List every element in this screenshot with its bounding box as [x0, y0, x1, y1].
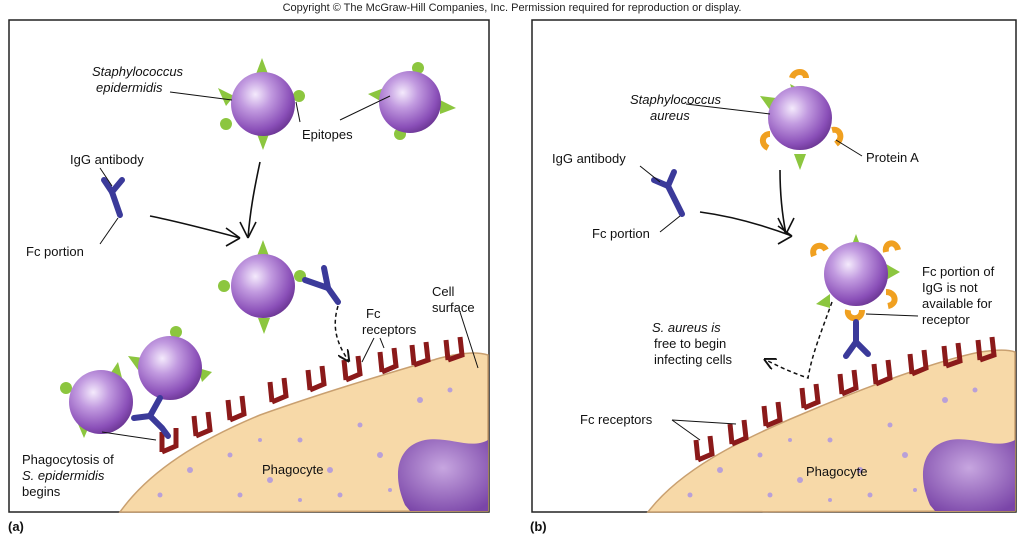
combine-arrow-a [149, 215, 241, 247]
label-staph-aureus-2: aureus [650, 108, 690, 123]
s-epidermidis-bacterium-4 [60, 362, 133, 438]
label-fc-unavailable-2: IgG is not [922, 280, 978, 295]
s-epidermidis-bacterium-3 [218, 240, 306, 334]
leader-lines-b [639, 103, 919, 441]
label-igg-antibody-b: IgG antibody [552, 151, 626, 166]
down-arrow-b [777, 169, 795, 235]
s-epidermidis-bacterium-1 [218, 58, 305, 150]
label-fc-unavailable-1: Fc portion of [922, 264, 995, 279]
panel-b: Staphylococcus aureus Protein A IgG anti… [530, 19, 1017, 534]
panel-a: Staphylococcus epidermidis Epitopes IgG … [8, 19, 490, 534]
leader-lines-a [99, 91, 479, 441]
igg-antibody-free-a [101, 177, 125, 218]
fc-receptors-a [159, 336, 465, 455]
s-aureus-bacterium-2 [810, 234, 901, 322]
label-fc-unavailable-4: receptor [922, 312, 970, 327]
phagocyte-cell-a [118, 352, 489, 513]
panel-letter-a: (a) [8, 519, 24, 534]
label-fc-portion-a: Fc portion [26, 244, 84, 259]
igg-antibody-bound-a [302, 265, 341, 305]
label-phagocytosis-1: Phagocytosis of [22, 452, 114, 467]
fc-receptors-b [693, 336, 997, 463]
label-cell-surface-2: surface [432, 300, 475, 315]
label-phagocyte-a: Phagocyte [262, 462, 323, 477]
s-aureus-bacterium-1 [760, 69, 844, 170]
label-staph-epidermidis-1: Staphylococcus [92, 64, 184, 79]
label-fc-unavailable-3: available for [922, 296, 993, 311]
igg-antibody-free-b [651, 169, 685, 217]
label-epitopes: Epitopes [302, 127, 353, 142]
label-free-to-infect-1: S. aureus is [652, 320, 721, 335]
label-igg-antibody-a: IgG antibody [70, 152, 144, 167]
phagocyte-nucleus-a [397, 439, 488, 511]
label-cell-surface-1: Cell [432, 284, 455, 299]
binding-dashed-arrow-a [334, 305, 348, 360]
escape-dashed-arrow-b [766, 301, 833, 379]
label-fc-receptors-b: Fc receptors [580, 412, 653, 427]
label-phagocytosis-2: S. epidermidis [22, 468, 105, 483]
cytoplasm-granules-a [157, 387, 453, 502]
phagocyte-nucleus-b [922, 439, 1015, 511]
copyright-notice: Copyright © The McGraw-Hill Companies, I… [282, 2, 742, 14]
igg-antibody-bridging-a [131, 395, 171, 439]
label-fc-receptors-a-1: Fc [366, 306, 381, 321]
down-arrow-a [239, 161, 261, 239]
cytoplasm-granules-b [687, 387, 978, 502]
label-phagocytosis-3: begins [22, 484, 61, 499]
igg-antibody-inverted-b [843, 319, 871, 359]
label-fc-portion-b: Fc portion [592, 226, 650, 241]
label-staph-aureus-1: Staphylococcus [630, 92, 722, 107]
label-protein-a: Protein A [866, 150, 919, 165]
label-free-to-infect-3: infecting cells [654, 352, 733, 367]
label-phagocyte-b: Phagocyte [806, 464, 867, 479]
s-epidermidis-bacterium-5 [128, 326, 212, 400]
label-fc-receptors-a-2: receptors [362, 322, 417, 337]
s-epidermidis-bacterium-2 [368, 62, 456, 140]
label-free-to-infect-2: free to begin [654, 336, 726, 351]
label-staph-epidermidis-2: epidermidis [96, 80, 163, 95]
panel-letter-b: (b) [530, 519, 547, 534]
